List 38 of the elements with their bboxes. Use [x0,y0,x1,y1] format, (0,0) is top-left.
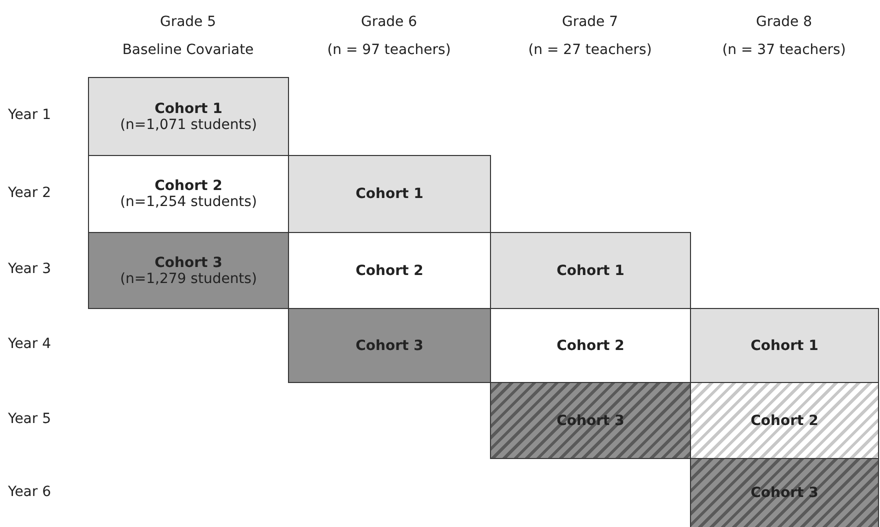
cohort-name: Cohort 2 [356,262,424,278]
cohort-cell [288,308,491,383]
cohort-name: Cohort 1 [750,338,818,354]
cohort-name: Cohort 3 [556,412,624,428]
row-label: Year 6 [8,484,51,500]
column-header: Grade 5 [160,14,216,30]
row-label: Year 4 [8,336,51,352]
row-label: Year 2 [8,184,51,200]
column-header: (n = 37 teachers) [722,42,846,58]
column-header: Baseline Covariate [122,42,254,58]
cohort-name: Cohort 2 [154,178,222,194]
cohort-cell [690,382,879,459]
cohort-cell [690,458,879,527]
row-label: Year 3 [8,261,51,277]
cohort-name: Cohort 3 [356,338,424,354]
column-header: Grade 6 [360,14,418,30]
cohort-cell [88,232,289,309]
cohort-cell [690,308,879,383]
cohort-name: Cohort 2 [556,338,624,354]
cohort-name: Cohort 1 [556,262,624,278]
column-header: Grade 7 [562,14,618,30]
student-count: (n=1,254 students) [120,194,257,210]
student-count: (n=1,279 students) [120,270,257,286]
cohort-cell [490,232,691,309]
student-count: (n=1,071 students) [120,116,257,132]
cohort-name: Cohort 2 [750,412,818,428]
cohort-name: Cohort 1 [154,100,222,116]
cohort-name: Cohort 1 [356,186,424,202]
cohort-cell [88,77,289,156]
cohort-name: Cohort 3 [750,485,818,501]
cohort-cell [288,155,491,233]
column-header: Grade 8 [756,14,812,30]
row-label: Year 5 [8,411,51,427]
row-label: Year 1 [8,107,51,123]
cohort-cell [490,382,691,459]
cohort-name: Cohort 3 [154,254,222,270]
column-header: (n = 27 teachers) [528,42,652,58]
column-header: (n = 97 teachers) [327,42,451,58]
